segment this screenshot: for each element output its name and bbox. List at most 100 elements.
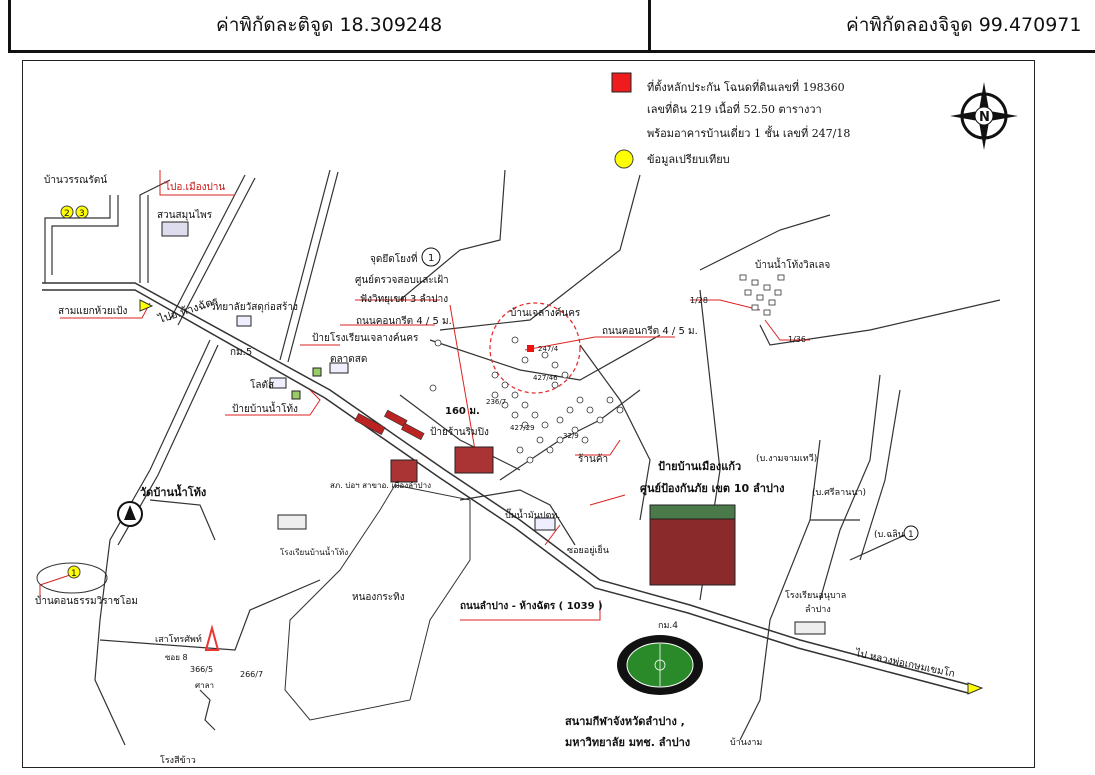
label-n128: 1/28 xyxy=(690,296,708,305)
comparable-1-area xyxy=(36,562,108,594)
label-h427-29: 427/29 xyxy=(510,424,535,432)
ref-point-circle xyxy=(421,247,441,267)
label-lotus: โลตัส xyxy=(250,378,274,391)
temple-icon xyxy=(117,501,143,527)
label-h427-46: 427/46 xyxy=(533,374,558,382)
label-soi8: ซอย 8 xyxy=(165,653,188,662)
legend-comparable-swatch xyxy=(614,149,634,169)
school-sign-icon xyxy=(312,367,322,377)
label-school-sign: ป้ายโรงเรียนเจลางค์นคร xyxy=(312,331,419,344)
legend-subject-line2: เลขที่ดิน 219 เนื้อที่ 52.50 ตารางวา xyxy=(647,101,822,116)
label-school: โรงเรียนบ้านน้ำโท้ง xyxy=(280,546,348,557)
comparable-1-num: 1 xyxy=(71,569,77,579)
college-building-icon xyxy=(236,315,252,327)
label-km5: กม.5 xyxy=(230,347,252,358)
comparable-1-icon xyxy=(67,565,81,579)
label-n266: 266/7 xyxy=(240,670,263,679)
legend-subject-line1: ที่ตั้งหลักประกัน โฉนดที่ดินเลขที่ 19836… xyxy=(647,79,845,94)
comparable-3-num: 3 xyxy=(79,209,85,219)
label-rong-sao: โรงสีข้าว xyxy=(160,755,196,766)
highway-end-marker-icon xyxy=(967,682,984,695)
label-distance: 160 ม. xyxy=(445,406,480,417)
kindergarten-building-icon xyxy=(794,621,826,635)
label-village-sign: ป้ายบ้านน้ำโท้ง xyxy=(232,401,298,415)
label-tower: เสาโทรศัพท์ xyxy=(155,633,202,645)
label-h32: 32/9 xyxy=(563,432,579,440)
label-ref-point: จุดยึดโยงที่ xyxy=(370,251,417,265)
label-sam-yaek: สามแยกห้วยเป้ง xyxy=(58,305,128,317)
label-h247: 247/4 xyxy=(538,345,559,353)
label-ban-jelang: บ้านเจลางค์นคร xyxy=(510,307,581,319)
label-n136: 1/36 xyxy=(788,335,806,344)
label-ban-ngam: (บ.งามจามเทวี) xyxy=(756,453,817,464)
police-station-icon xyxy=(390,459,418,483)
label-wat: วัดบ้านน้ำโท้ง xyxy=(140,484,206,499)
school-building-icon xyxy=(277,514,307,530)
north-label: N xyxy=(979,110,990,125)
label-to-mueang-pan: ไปอ.เมืองปาน xyxy=(164,181,225,193)
ptt-station-icon xyxy=(534,517,556,531)
suan-samunphrai-building-icon xyxy=(161,221,189,237)
label-mueang-kaeo: ป้ายบ้านเมืองแก้ว xyxy=(658,460,741,473)
market-building-icon xyxy=(329,362,349,374)
subject-location-marker xyxy=(527,345,534,352)
chalin-circle xyxy=(903,525,919,541)
label-kindergarten-2: ลำปาง xyxy=(805,604,831,615)
label-college: วิทยาลัยวัสดุก่อสร้าง xyxy=(210,301,298,313)
label-soi: ซอยอยู่เย็น xyxy=(567,543,609,556)
building-icons xyxy=(161,221,826,635)
sam-yaek-marker-icon xyxy=(139,299,154,312)
label-sala: ศาลา xyxy=(195,681,214,690)
label-road-concrete: ถนนคอนกรีต 4 / 5 ม. xyxy=(356,315,452,327)
lotus-building-icon xyxy=(269,377,287,389)
comparable-2-num: 2 xyxy=(64,209,70,219)
map-labels: บ้านวรรณรัตน์ ไปอ.เมืองปาน สวนสมุนไพร สา… xyxy=(35,174,956,766)
label-ban-wannarat: บ้านวรรณรัตน์ xyxy=(44,174,107,186)
legend-subject-swatch xyxy=(611,72,632,93)
north-arrow-icon: N xyxy=(950,82,1018,150)
village-houses xyxy=(739,274,785,316)
label-kindergarten-1: โรงเรียนอนุบาล xyxy=(785,590,846,601)
header-divider xyxy=(648,0,651,50)
label-center-line2: ฟังวิทยุเขต 3 ลำปาง xyxy=(360,294,448,305)
label-disaster-center: ศูนย์ป้องกันภัย เขต 10 ลำปาง xyxy=(640,482,784,496)
lake-outline xyxy=(284,484,471,721)
label-n366: 366/5 xyxy=(190,665,213,674)
legend-comparable: ข้อมูลเปรียบเทียบ xyxy=(647,153,730,166)
label-ban-si: (บ.ศรีลานนา) xyxy=(812,487,866,498)
label-nong-krathing: หนองกระทิง xyxy=(352,592,405,603)
label-highway: ถนนลำปาง - ห้างฉัตร ( 1039 ) xyxy=(460,600,603,612)
legend-subject-line3: พร้อมอาคารบ้านเดี่ยว 1 ชั้น เลขที่ 247/1… xyxy=(647,125,850,140)
label-stadium-1: สนามกีฬาจังหวัดลำปาง , xyxy=(565,715,685,728)
label-shop-sign: ป้ายร้านริมปิง xyxy=(430,426,489,438)
longitude-text: ค่าพิกัดลองจิจูด 99.470971 xyxy=(846,14,1082,36)
latitude-text: ค่าพิกัดละติจูด 18.309248 xyxy=(216,14,443,36)
label-road-concrete2: ถนนคอนกรีต 4 / 5 ม. xyxy=(602,325,698,337)
village-sign-icon xyxy=(291,390,301,400)
label-ref-num: 1 xyxy=(428,253,434,264)
label-km4: กม.4 xyxy=(658,621,678,631)
comparable-3-icon xyxy=(75,205,89,219)
label-stadium-2: มหาวิทยาลัย มทช. ลำปาง xyxy=(565,736,690,749)
label-center-line1: ศูนย์ตรวจสอบและเฝ้า xyxy=(355,274,449,286)
label-ban-ngam-2: บ้านงาม xyxy=(730,737,762,748)
comparable-markers xyxy=(36,205,108,594)
disaster-center-roof xyxy=(649,504,736,520)
coordinates-header: ค่าพิกัดละติจูด 18.309248 ค่าพิกัดลองจิจ… xyxy=(8,0,1095,53)
label-shop: ร้านค้า xyxy=(578,453,608,465)
shop-building-icon xyxy=(454,446,494,474)
highway-buildings xyxy=(354,409,425,441)
label-ptt: ปั๊มน้ำมันปตท. xyxy=(505,508,560,521)
label-police: สภ. บ่อฯ สาขาอ. เมืองลำปาง xyxy=(330,481,431,490)
house-cluster xyxy=(429,336,624,464)
label-talat: ตลาดสด xyxy=(330,354,367,365)
label-ban-chalin: (บ.ฉลิน xyxy=(874,529,904,540)
map-frame xyxy=(22,60,1035,768)
telephone-tower-icon xyxy=(204,624,220,651)
label-suan-samunphrai: สวนสมุนไพร xyxy=(157,209,213,221)
subject-area-circle xyxy=(489,302,581,394)
label-h236: 236/7 xyxy=(486,398,506,406)
label-village: บ้านน้ำโท้งวิลเลจ xyxy=(755,257,830,271)
label-ban-don: บ้านดอนธรรมวิราชโอม xyxy=(35,594,138,607)
